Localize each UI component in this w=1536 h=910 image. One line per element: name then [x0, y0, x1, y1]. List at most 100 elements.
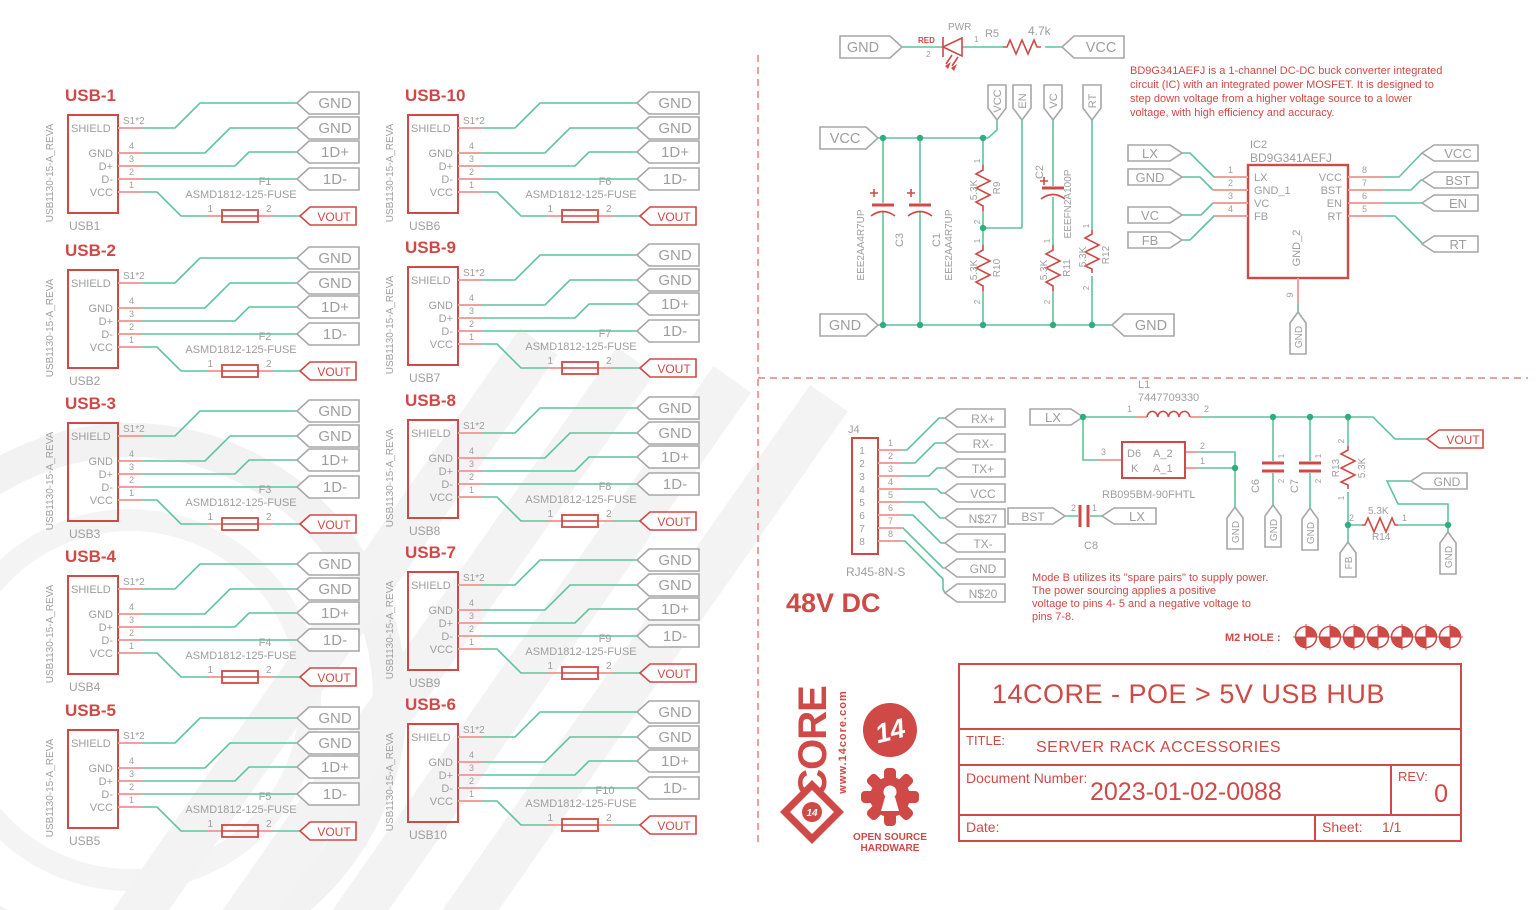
svg-text:1: 1	[129, 180, 134, 190]
svg-text:1: 1	[547, 204, 553, 215]
usb-port-title: USB-1	[65, 86, 116, 105]
svg-text:S1*2: S1*2	[463, 725, 485, 736]
svg-text:R10: R10	[992, 258, 1003, 277]
svg-text:2: 2	[973, 219, 982, 224]
svg-text:GND: GND	[89, 456, 114, 468]
connector-part-label: USB1130-15-A_REVA	[385, 123, 396, 222]
svg-text:1D-: 1D-	[323, 632, 347, 649]
fuse-ref: F7	[599, 328, 612, 340]
svg-text:A_2: A_2	[1153, 448, 1173, 460]
svg-text:GND: GND	[1434, 475, 1461, 489]
bootstrap-cap-c8: BST 2 1 LX C8	[1007, 503, 1157, 552]
svg-text:GND: GND	[89, 609, 114, 621]
svg-text:3: 3	[469, 763, 474, 773]
fuse-ref: F9	[599, 633, 612, 645]
usb-ref: USB7	[409, 371, 441, 385]
svg-text:pins 7-8.: pins 7-8.	[1032, 611, 1074, 623]
usb-ref: USB4	[69, 680, 101, 694]
svg-text:EEEFN2A100P: EEEFN2A100P	[1063, 169, 1074, 238]
svg-text:7: 7	[1362, 178, 1367, 188]
svg-text:2: 2	[129, 628, 134, 638]
led-ref: PWR	[948, 22, 971, 33]
svg-text:2: 2	[926, 50, 931, 59]
pin-stubs	[118, 435, 142, 501]
resistor-r12: 1 5.3K R12 2	[1078, 223, 1112, 290]
svg-text:1: 1	[469, 637, 474, 647]
svg-text:SHIELD: SHIELD	[411, 428, 451, 440]
svg-text:LX: LX	[1142, 146, 1158, 161]
svg-text:2: 2	[266, 819, 272, 830]
svg-text:2: 2	[266, 665, 272, 676]
usb-port-title: USB-7	[405, 543, 456, 562]
svg-text:GND: GND	[318, 250, 352, 267]
doc-number: 2023-01-02-0088	[1090, 778, 1282, 806]
svg-text:1D-: 1D-	[663, 780, 687, 797]
usb-connector-body	[407, 114, 459, 214]
svg-text:D+: D+	[439, 313, 453, 325]
svg-text:L1: L1	[1138, 379, 1150, 391]
pin-stubs	[458, 736, 482, 802]
svg-text:2: 2	[1277, 478, 1286, 483]
svg-text:D-: D-	[101, 329, 113, 341]
doc-number-label: Document Number:	[966, 770, 1088, 786]
svg-text:D+: D+	[99, 469, 113, 481]
svg-text:2: 2	[859, 459, 865, 470]
svg-text:D+: D+	[99, 776, 113, 788]
svg-text:VCC: VCC	[1444, 146, 1471, 161]
diode-d6: 3 D6 A_2 K A_1 2 1 RB095BM-90FHTL	[1098, 441, 1205, 501]
power-section: GND RED 2 PWR 1 R5 4.7k VCC VCC EN VC RT	[757, 22, 1528, 845]
net-flag-gnd: GND GND 1D+ 1D-	[295, 399, 360, 499]
project-title: 14CORE - POE > 5V USB HUB	[992, 679, 1385, 709]
usb-port-unit: USB-8 USB1130-15-A_REVA SHIELD GND D+ D-…	[385, 391, 700, 538]
svg-text:1: 1	[888, 438, 893, 448]
usb-port-title: USB-5	[65, 701, 116, 720]
net-wires	[482, 711, 640, 826]
usb-connector-body	[407, 266, 459, 366]
usb-ref: USB8	[409, 524, 441, 538]
svg-text:1: 1	[1082, 223, 1091, 228]
svg-text:GND: GND	[89, 303, 114, 315]
r5-ref: R5	[985, 28, 999, 40]
svg-text:1: 1	[207, 665, 213, 676]
net-flag-gnd: GND GND 1D+ 1D-	[635, 548, 700, 648]
svg-text:VCC: VCC	[970, 487, 996, 501]
svg-text:C2: C2	[1034, 165, 1046, 179]
svg-text:GND: GND	[658, 272, 692, 289]
svg-text:TX+: TX+	[972, 462, 994, 476]
j4-part: RJ45-8N-S	[846, 565, 905, 579]
usb-connector-body	[67, 729, 119, 829]
svg-text:GND: GND	[847, 40, 879, 56]
usb-port-unit: USB-6 USB1130-15-A_REVA SHIELD GND D+ D-…	[385, 695, 700, 842]
m2-hole-icon	[1413, 624, 1439, 650]
net-wires	[142, 410, 300, 525]
svg-text:1: 1	[1200, 456, 1205, 466]
svg-text:GND: GND	[658, 729, 692, 746]
d6-body	[1121, 441, 1186, 479]
connector-part-label: USB1130-15-A_REVA	[45, 278, 56, 377]
svg-text:1: 1	[469, 789, 474, 799]
svg-text:5.3K: 5.3K	[969, 259, 980, 280]
net-flag-vout: VOUT	[298, 361, 357, 381]
svg-text:1D+: 1D+	[321, 759, 349, 776]
svg-text:4: 4	[469, 750, 474, 760]
svg-text:GND: GND	[658, 120, 692, 137]
fuse-ref: F2	[259, 331, 272, 343]
svg-text:1D+: 1D+	[661, 296, 689, 313]
svg-text:C8: C8	[1084, 540, 1098, 552]
svg-text:5: 5	[1362, 204, 1367, 214]
net-wires	[142, 257, 300, 372]
svg-text:1: 1	[469, 180, 474, 190]
usb-ref: USB3	[69, 527, 101, 541]
svg-text:D+: D+	[439, 770, 453, 782]
j4-body	[851, 437, 879, 555]
svg-text:SHIELD: SHIELD	[71, 431, 111, 443]
svg-text:GND: GND	[318, 556, 352, 573]
svg-text:step down voltage from a highe: step down voltage from a higher voltage …	[1130, 93, 1412, 105]
svg-text:GND: GND	[970, 562, 997, 576]
svg-text:7: 7	[888, 516, 893, 526]
usb-port-title: USB-3	[65, 394, 116, 413]
svg-text:VOUT: VOUT	[657, 210, 691, 224]
title-label: TITLE:	[966, 733, 1006, 748]
m2-hole-icons	[1293, 624, 1463, 650]
svg-text:BD9G341AEFJ is a 1-channel DC-: BD9G341AEFJ is a 1-channel DC-DC buck co…	[1130, 65, 1442, 77]
